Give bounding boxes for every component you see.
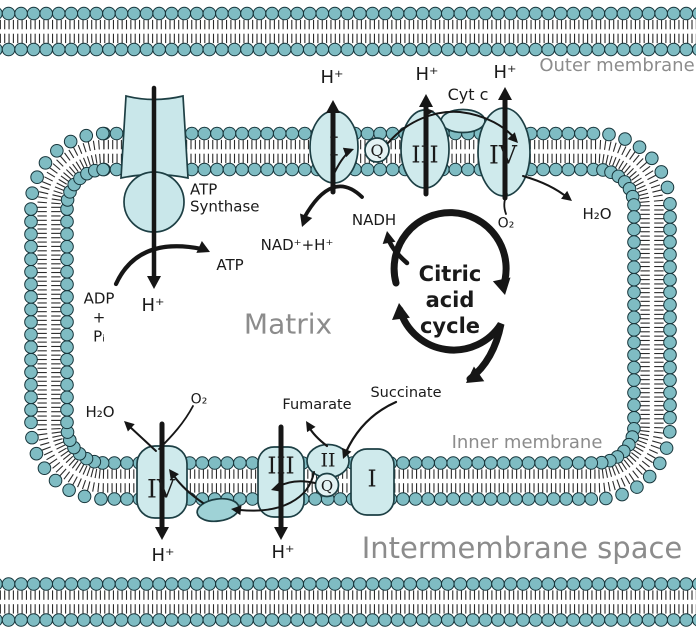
- citric-acid-cycle-label: Citric acid cycle: [419, 261, 482, 339]
- h-plus-label-complex-iii-bottom: H⁺: [271, 542, 295, 564]
- atp-label: ATP: [216, 255, 244, 274]
- citric-line-2: acid: [425, 288, 475, 312]
- succinate-label: Succinate: [370, 385, 442, 402]
- complex-iii-bottom-label: III: [267, 453, 295, 480]
- inner-membrane-label: Inner membrane: [451, 432, 603, 454]
- q-carrier-bottom-label: Q: [320, 476, 334, 495]
- cyt-c-top-label: Cyt c: [447, 85, 489, 105]
- h2o-top-label: H₂O: [582, 204, 612, 223]
- h-plus-label-complex-iv-bottom: H⁺: [151, 545, 175, 567]
- complex-i-bottom-label: I: [367, 466, 377, 493]
- atp-synthase-label-line2: Synthase: [190, 197, 260, 215]
- h-plus-label-complex-i-top: H⁺: [320, 67, 344, 89]
- atp-synthase-label-line1: ATP: [190, 180, 218, 199]
- fumarate-label: Fumarate: [282, 397, 352, 414]
- atp-synthase-label: ATP Synthase: [190, 180, 260, 215]
- intermembrane-space-label: Intermembrane space: [361, 531, 683, 566]
- h-plus-label-complex-iv-top: H⁺: [493, 62, 517, 84]
- complex-iii-top-label: III: [411, 142, 439, 169]
- outer-membrane-label: Outer membrane: [539, 55, 695, 77]
- q-carrier-top-label: Q: [370, 141, 384, 161]
- h2o-bottom-label: H₂O: [85, 402, 115, 421]
- complex-ii-bottom-label: II: [320, 449, 336, 472]
- h-plus-label-complex-iii-top: H⁺: [415, 64, 439, 86]
- o2-top-label: O₂: [497, 215, 515, 232]
- adp-pi-label: ADP + Pᵢ: [84, 290, 115, 347]
- complex-iv-top-label: IV: [489, 140, 517, 170]
- matrix-label: Matrix: [243, 307, 333, 341]
- nad-h-label: NAD⁺+H⁺: [260, 235, 334, 254]
- citric-line-1: Citric: [418, 262, 482, 286]
- adp-label: ADP: [83, 289, 115, 308]
- citric-line-3: cycle: [419, 314, 481, 338]
- o2-bottom-label: O₂: [190, 391, 208, 408]
- nadh-label: NADH: [351, 210, 397, 229]
- h-plus-label-atp-synthase: H⁺: [141, 295, 165, 317]
- pi-label: Pᵢ: [93, 327, 105, 346]
- complex-i-top-label: I: [328, 132, 340, 163]
- plus-label: +: [92, 308, 106, 327]
- complex-iv-bottom-label: IV: [147, 474, 175, 504]
